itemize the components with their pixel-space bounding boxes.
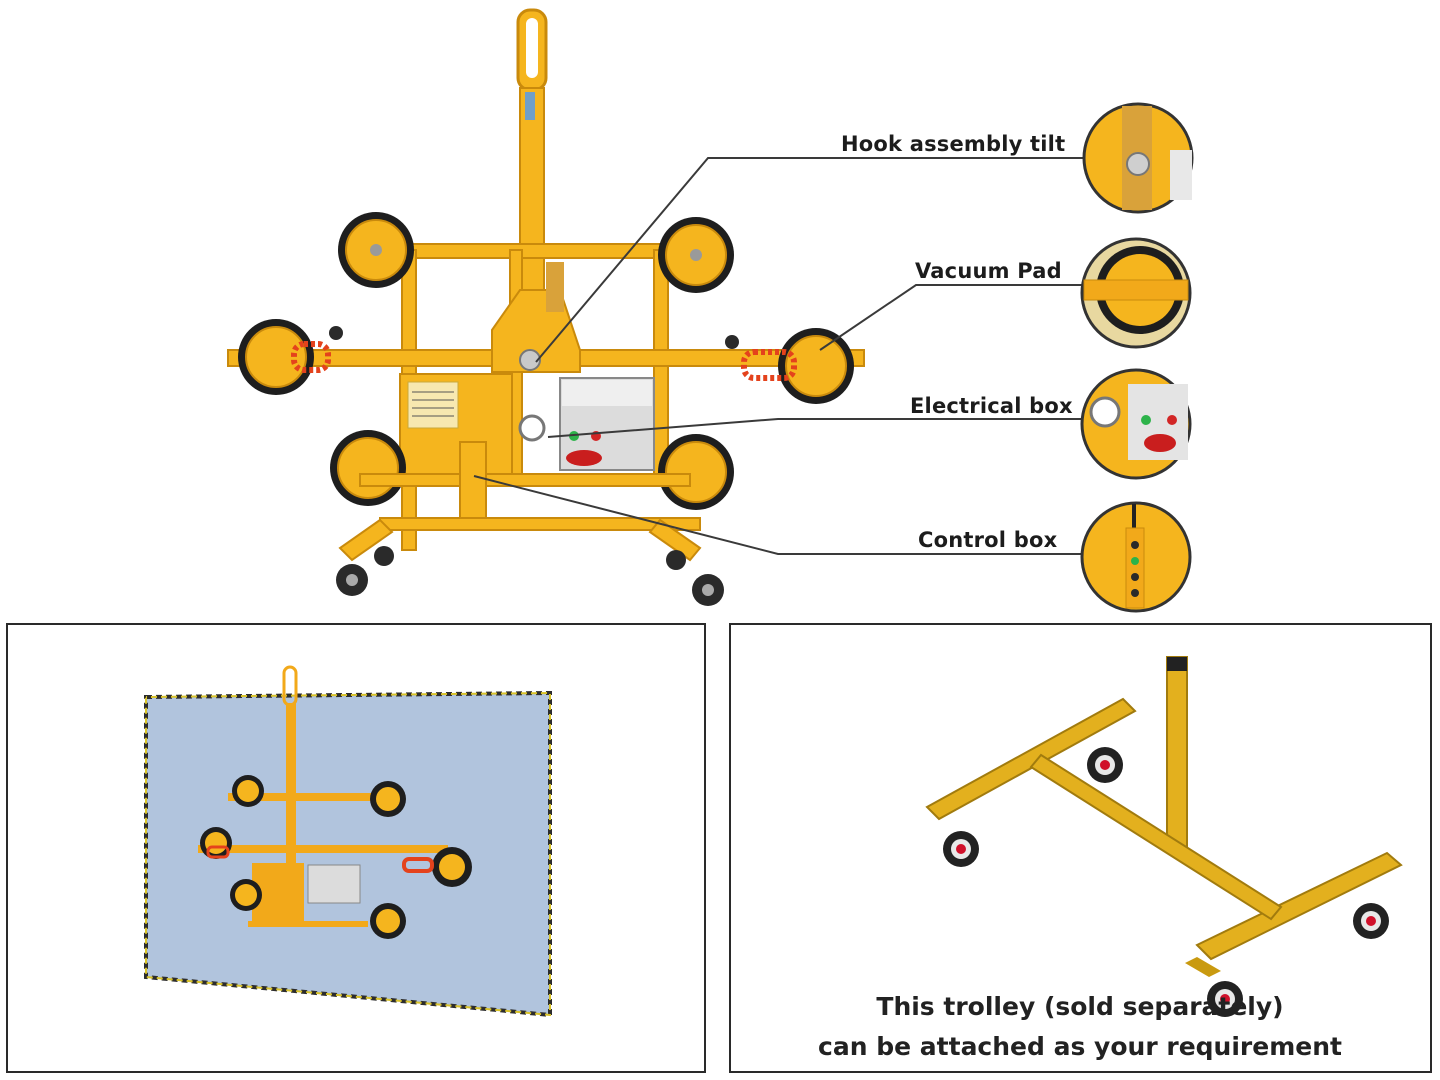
trolley-wheel-back-right — [1087, 747, 1123, 783]
callout-label-control-box: Control box — [918, 528, 1058, 552]
trolley-wheel-back-left — [943, 831, 979, 867]
vacuum-pad-bottom-right — [658, 434, 734, 510]
vacuum-pad-bottom-left — [330, 430, 406, 506]
zoom-electrical-box — [1080, 368, 1192, 480]
panel-lifter-on-glass — [6, 623, 706, 1073]
zoom-hook-tilt — [1082, 102, 1194, 214]
vacuum-pad-middle-right — [725, 328, 854, 404]
leader-hook-tilt — [535, 157, 1084, 363]
leader-control-box — [473, 475, 1084, 555]
zoom-control-box — [1080, 501, 1192, 613]
lifter-on-glass-illustration — [144, 665, 552, 1018]
leader-electrical-box — [547, 418, 1084, 438]
panel-trolley — [729, 623, 1432, 1073]
callout-label-vacuum-pad: Vacuum Pad — [915, 259, 1062, 283]
callout-lines — [473, 157, 1084, 555]
callout-label-hook-assembly-tilt: Hook assembly tilt — [841, 132, 1066, 156]
vacuum-pad-top-right — [658, 217, 734, 293]
stand-base — [336, 518, 724, 606]
trolley-caption-line1: This trolley (sold separately) — [876, 992, 1284, 1021]
vacuum-pad-top-left — [338, 212, 414, 288]
main-body-panel — [399, 373, 513, 479]
vacuum-pad-middle-left — [238, 319, 343, 395]
callout-label-electrical-box: Electrical box — [910, 394, 1073, 418]
leader-vacuum-pad — [819, 284, 1084, 351]
trolley-illustration — [925, 656, 1403, 1017]
zoom-vacuum-pad — [1080, 237, 1192, 349]
trolley-caption-line2: can be attached as your requirement — [818, 1032, 1342, 1061]
electrical-box — [518, 377, 655, 471]
trolley-wheel-front-right — [1353, 903, 1389, 939]
tilt-mechanism — [491, 262, 581, 373]
trolley-wheel-front-left — [1207, 981, 1243, 1017]
vacuum-lifter-illustration — [227, 8, 1194, 613]
